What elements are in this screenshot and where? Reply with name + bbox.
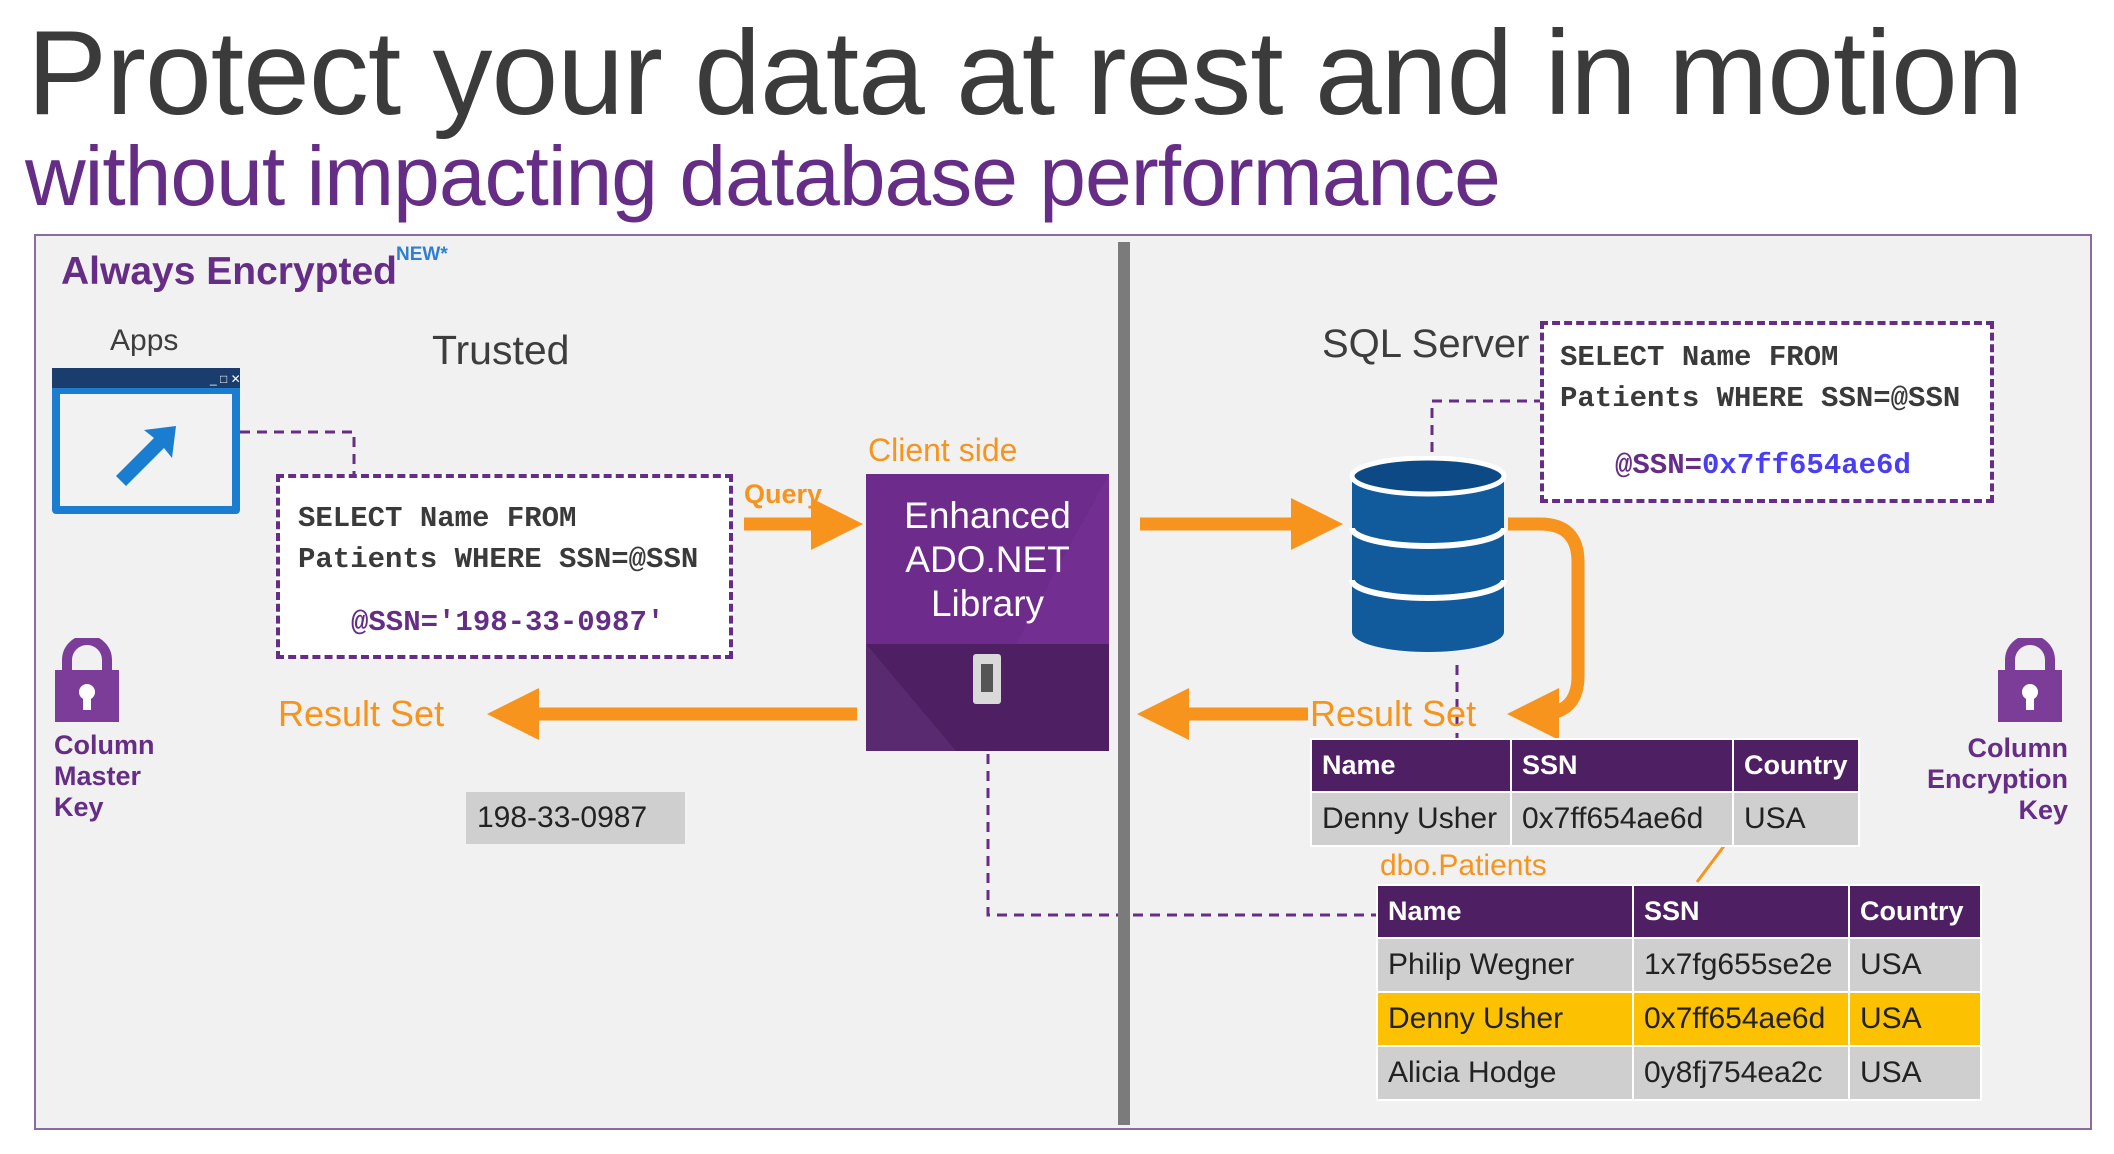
server-query-box: SELECT Name FROM Patients WHERE SSN=@SSN…: [1540, 321, 1994, 503]
client-param: @SSN='198-33-0987': [351, 606, 665, 639]
client-side-label: Client side: [868, 432, 1018, 468]
table-row-highlighted: Denny Usher 0x7ff654ae6d USA: [1376, 991, 1982, 1047]
result-col-ssn: SSN: [1510, 738, 1734, 793]
result-set-table: Name SSN Country Denny Usher 0x7ff654ae6…: [1310, 738, 1860, 847]
app-window-icon: _ □ ✕: [52, 368, 241, 514]
column-master-key-label: Column Master Key: [54, 730, 155, 822]
page-subtitle: without impacting database performance: [25, 129, 1501, 223]
db-to-server-query-connector: [1430, 399, 1540, 452]
server-result-label: Result Set: [1310, 693, 1477, 734]
database-icon: [1349, 456, 1507, 652]
sql-server-label: SQL Server: [1322, 322, 1530, 366]
patients-col-name: Name: [1376, 884, 1634, 939]
ado-to-patients-connector: [986, 754, 1378, 917]
patients-col-ssn: SSN: [1632, 884, 1850, 939]
result-col-name: Name: [1310, 738, 1512, 793]
ado-shading: [866, 474, 1109, 751]
client-query-line2: Patients WHERE SSN=@SSN: [298, 543, 699, 576]
result-col-country: Country: [1732, 738, 1860, 793]
client-result-value: 198-33-0987: [466, 792, 685, 844]
usb-key-icon: [973, 654, 1001, 704]
table-row: Alicia Hodge 0y8fj754ea2c USA: [1376, 1045, 1982, 1101]
svg-text:_ □ ✕: _ □ ✕: [209, 372, 241, 386]
client-result-label: Result Set: [278, 693, 445, 734]
ado-net-library: Enhanced ADO.NET Library: [866, 474, 1109, 751]
patients-col-country: Country: [1848, 884, 1982, 939]
trust-boundary-divider: [1118, 242, 1130, 1125]
client-query-box: SELECT Name FROM Patients WHERE SSN=@SSN…: [276, 474, 733, 659]
client-query-line1: SELECT Name FROM: [298, 502, 577, 535]
apps-label: Apps: [110, 324, 179, 357]
page-title: Protect your data at rest and in motion: [27, 6, 2023, 140]
column-encryption-key-label: Column Encryption Key: [1926, 733, 2068, 825]
query-label: Query: [744, 479, 823, 509]
lock-icon: [1998, 638, 2062, 722]
table-link-line: [1695, 841, 1729, 883]
table-row: Philip Wegner 1x7fg655se2e USA: [1376, 937, 1982, 993]
apps-to-query-connector: [240, 430, 356, 474]
trusted-label: Trusted: [432, 327, 570, 373]
new-badge: NEW*: [396, 244, 448, 265]
server-query-line2: Patients WHERE SSN=@SSN: [1560, 382, 1961, 415]
lock-icon: [55, 638, 119, 722]
table-row: Denny Usher 0x7ff654ae6d USA: [1310, 791, 1860, 847]
ado-net-library-label: Enhanced ADO.NET Library: [904, 495, 1071, 624]
server-param: @SSN=0x7ff654ae6d: [1615, 449, 1911, 482]
db-to-result-curved-arrow: [1507, 517, 1585, 740]
patients-table: Name SSN Country Philip Wegner 1x7fg655s…: [1376, 884, 1982, 1101]
patients-table-label: dbo.Patients: [1380, 849, 1547, 882]
server-query-line1: SELECT Name FROM: [1560, 341, 1839, 374]
feature-title: Always Encrypted: [61, 250, 397, 293]
